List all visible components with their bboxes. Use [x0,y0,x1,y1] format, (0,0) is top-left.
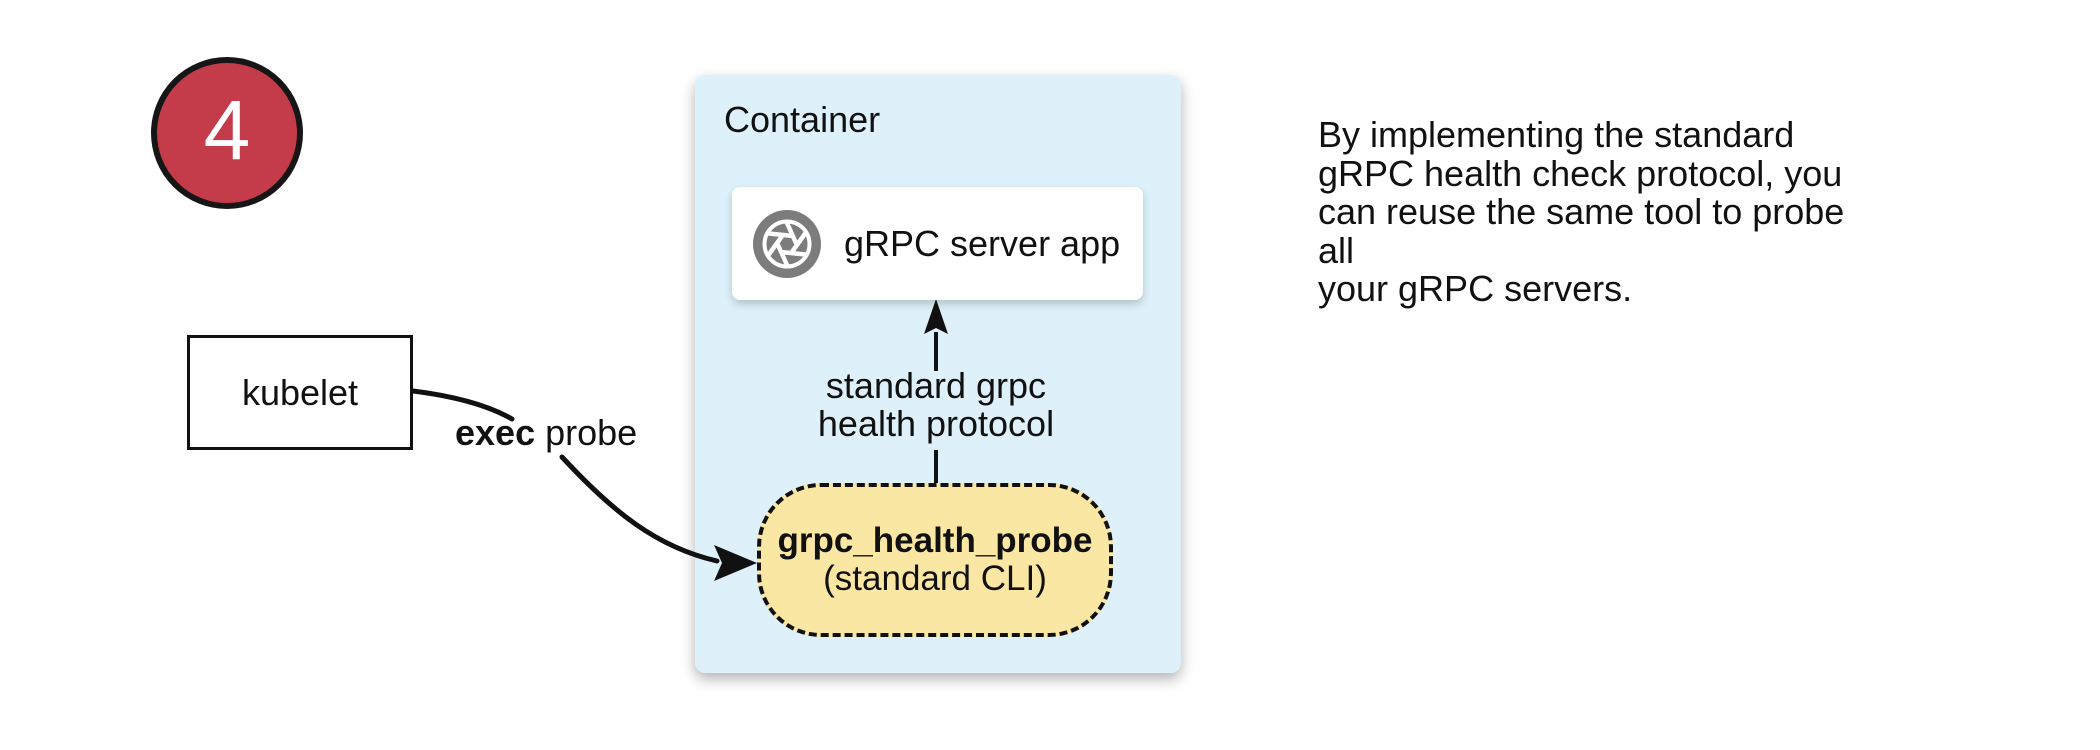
exec-probe-label-rest: probe [535,412,638,453]
kubelet-label: kubelet [241,371,359,413]
probe-title: grpc_health_probe [777,521,1093,560]
container-label: Container [724,99,881,140]
exec-probe-label: exec probe [455,412,637,454]
health-protocol-label: standard grpc health protocol [817,365,1055,444]
step-number: 4 [203,83,251,177]
probe-subtitle: (standard CLI) [823,559,1047,598]
explanation-text: By implementing the standard gRPC health… [1318,114,1845,309]
grpc-health-probe-node: grpc_health_probe (standard CLI) [757,483,1113,637]
aperture-icon [753,209,821,278]
grpc-server-node: gRPC server app [732,187,1143,300]
step-badge: 4 [151,57,303,209]
grpc-server-label: gRPC server app [844,222,1121,264]
kubelet-node: kubelet [187,335,413,450]
exec-probe-label-bold: exec [455,412,536,453]
